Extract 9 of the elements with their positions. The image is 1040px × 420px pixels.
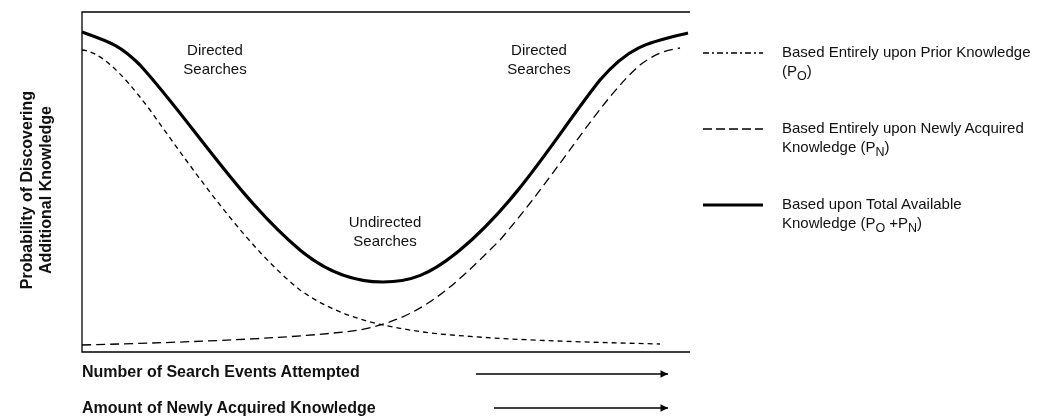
- legend-text: Based Entirely upon Prior Knowledge (P$_{O}$): [782, 42, 1032, 85]
- axis-title: Number of Search Events Attempted: [82, 362, 361, 381]
- curve-annotation: Undirected Searches: [347, 212, 423, 250]
- curve-annotation: Directed Searches: [182, 40, 248, 78]
- legend-text: Based Entirely upon Newly Acquired Knowledge (P$_{N}$): [782, 118, 1025, 161]
- curve-annotation: Directed Searches: [506, 40, 572, 78]
- axis-title: Probability of Discovering Additional Knowledge: [17, 89, 55, 292]
- axis-title: Amount of Newly Acquired Knowledge: [82, 398, 377, 417]
- legend-text: Based upon Total Available Knowledge (P$_{O}$ +P$_{N}$): [782, 194, 963, 237]
